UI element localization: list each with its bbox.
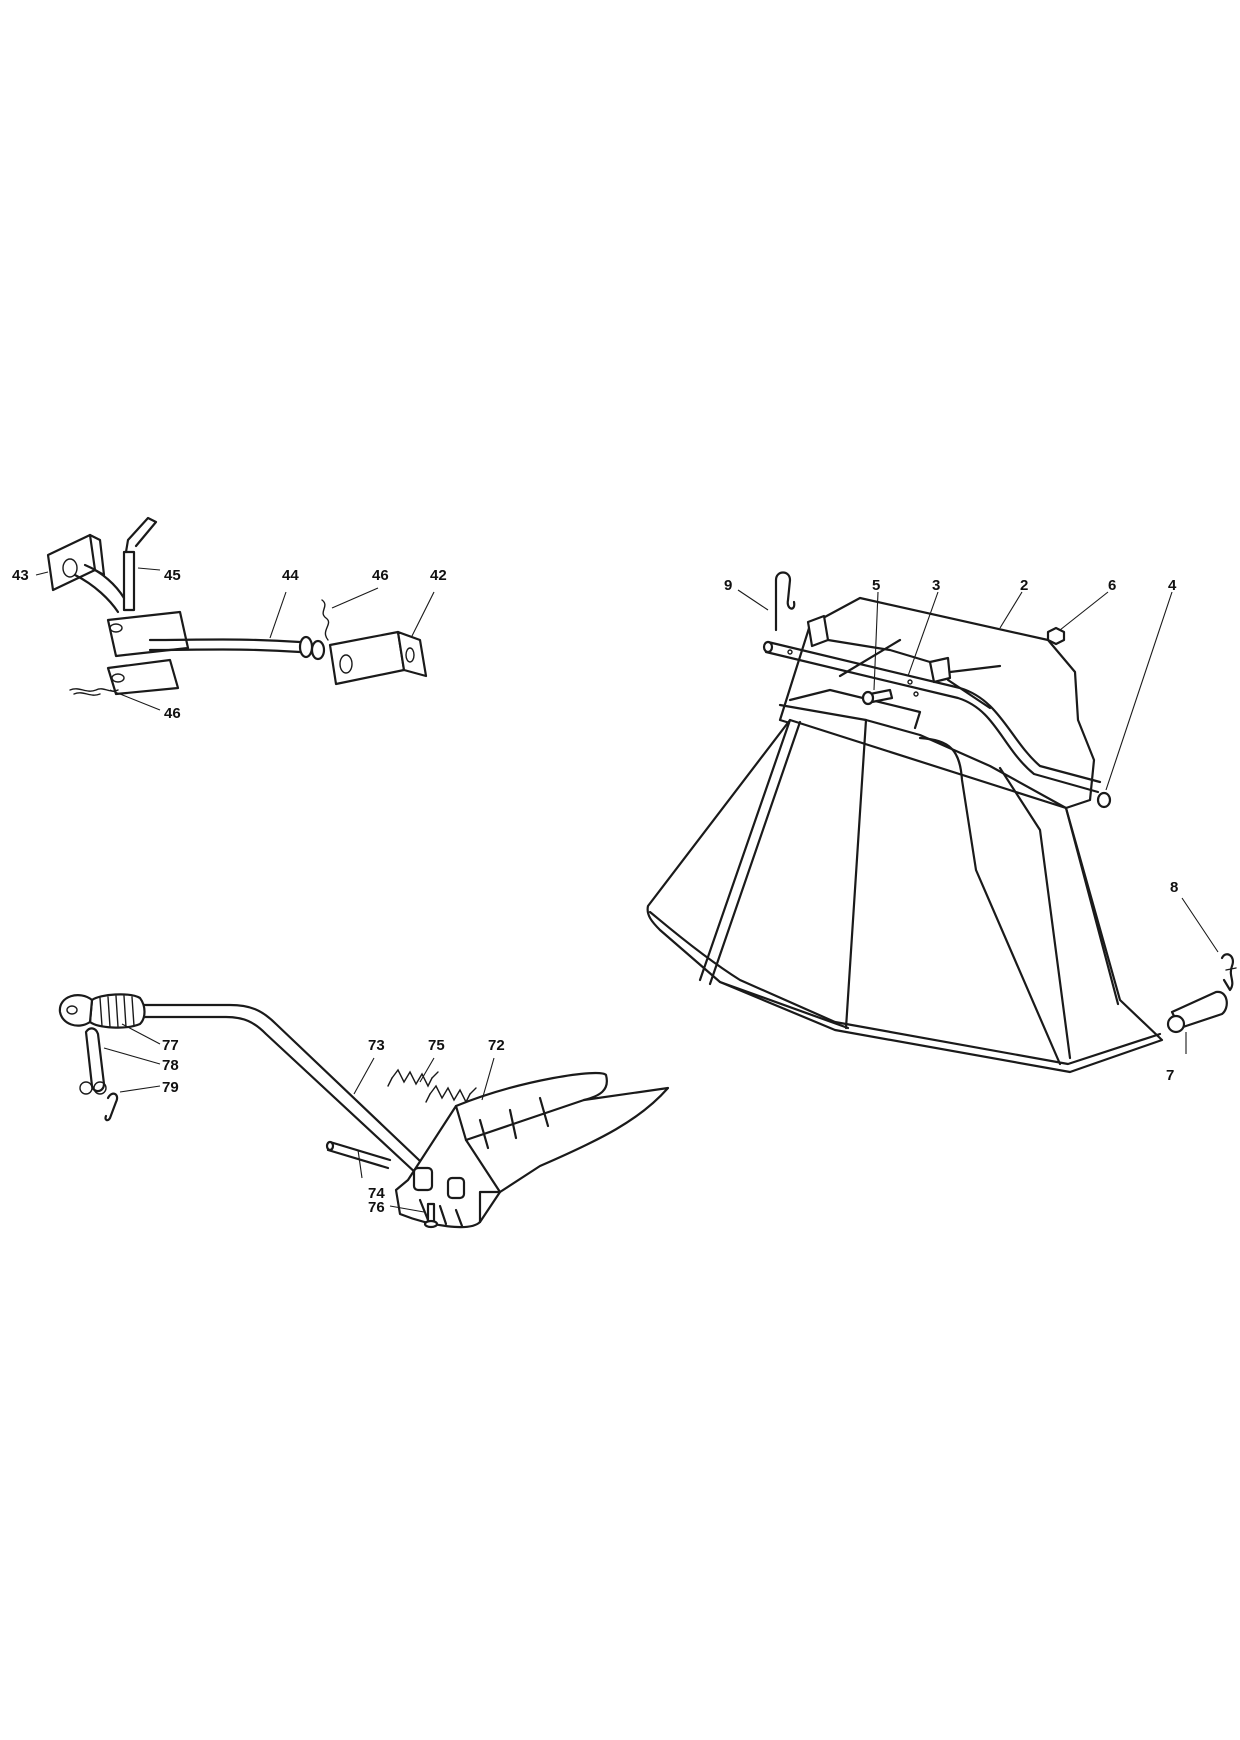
callout-43: 43	[12, 567, 29, 584]
linkage-rod-assembly	[35, 516, 435, 711]
part-75-spring-left	[391, 1068, 433, 1088]
callout-5: 5	[872, 577, 880, 594]
callout-77: 77	[162, 1037, 179, 1054]
callout-7: 7	[1166, 1067, 1174, 1084]
callout-3: 3	[932, 577, 940, 594]
callout-72: 72	[488, 1037, 505, 1054]
part-45-tube	[122, 550, 136, 612]
part-44-rod	[148, 638, 302, 644]
callout-labels: 43 45 44 46 42 46 9 5 3 2 6 4 8 7 77 78 …	[12, 567, 1178, 1216]
callout-4: 4	[1168, 577, 1177, 594]
part-frame-body	[646, 718, 1164, 1074]
part-76-screw	[426, 1202, 436, 1224]
part-75-spring-right	[429, 1084, 471, 1104]
part-9-cross-rod	[766, 640, 1102, 784]
part-72-deflector	[394, 1072, 670, 1229]
part-8-clip	[1220, 953, 1234, 992]
part-clevis-bracket	[106, 610, 190, 658]
part-9-hairpin-clip	[774, 571, 796, 632]
callout-76: 76	[368, 1199, 385, 1216]
callout-75: 75	[428, 1037, 445, 1054]
part-74-rod	[328, 1140, 392, 1162]
callout-73: 73	[368, 1037, 385, 1054]
callout-6: 6	[1108, 577, 1116, 594]
part-46-cotter-pin-upper	[321, 599, 330, 641]
callout-42: 42	[430, 567, 447, 584]
part-73-lever-rod	[128, 1003, 442, 1182]
part-7-pin	[1170, 990, 1228, 1030]
callout-79: 79	[162, 1079, 179, 1096]
callout-44: 44	[282, 567, 299, 584]
lever-deflector-assembly	[58, 993, 670, 1229]
callout-46-lower: 46	[164, 705, 181, 722]
callout-9: 9	[724, 577, 732, 594]
callout-74: 74	[368, 1185, 385, 1202]
part-4-end-cap	[1096, 791, 1112, 809]
grass-catcher-assembly	[646, 571, 1237, 1074]
part-79-clip	[104, 1092, 119, 1122]
callout-2: 2	[1020, 577, 1028, 594]
part-6-nut	[1046, 626, 1066, 646]
callout-46-upper: 46	[372, 567, 389, 584]
callout-45: 45	[164, 567, 181, 584]
callout-8: 8	[1170, 879, 1178, 896]
callout-78: 78	[162, 1057, 179, 1074]
